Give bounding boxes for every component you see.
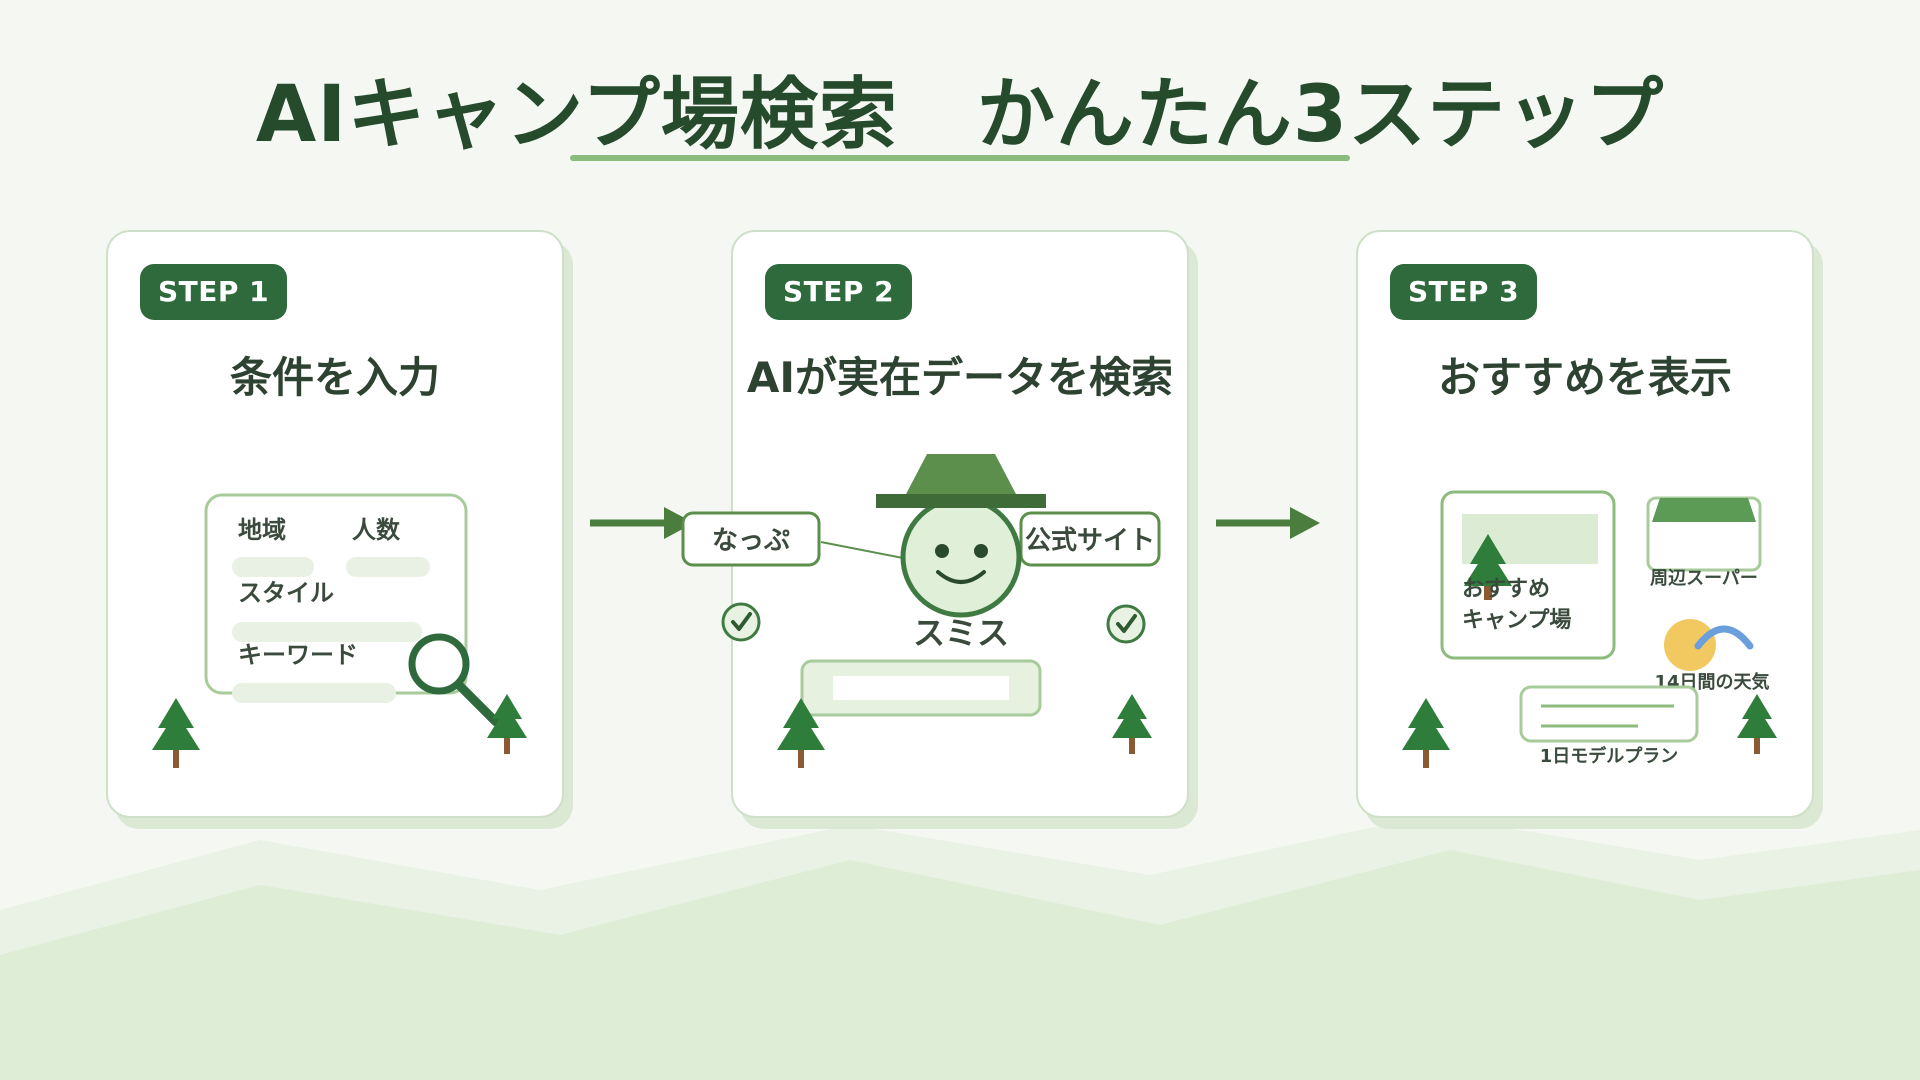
- step-2-illustration: なっぷ 公式サイト スミス: [681, 454, 1161, 768]
- page-title: AIキャンプ場検索 かんたん3ステップ: [255, 70, 1665, 160]
- title-underline: [570, 155, 1350, 161]
- tree-icon: [1464, 534, 1512, 600]
- supermarket-icon: [1646, 496, 1762, 572]
- tree-icon: [1737, 694, 1777, 754]
- check-icon: [721, 602, 761, 642]
- supermarket-label: 周辺スーパー: [1650, 568, 1758, 589]
- tree-icon: [1402, 698, 1450, 768]
- style-label: スタイル: [238, 579, 334, 607]
- step-3-illustration: おすすめ キャンプ場 周辺スーパー 14日間の天気 1日モデルプラン: [1402, 490, 1777, 768]
- recommended-camp-card: おすすめ キャンプ場: [1440, 490, 1616, 660]
- character-name: スミス: [913, 614, 1009, 652]
- magnifier-icon: [408, 633, 501, 727]
- tree-icon: [777, 698, 825, 768]
- source-napp-box: なっぷ: [681, 511, 821, 567]
- model-plan-label: 1日モデルプラン: [1540, 745, 1679, 767]
- step-1-title: 条件を入力: [229, 353, 440, 402]
- step-3-card: STEP 3 おすすめを表示 おすすめ キャンプ場 周辺スーパー 14日間の天気: [1356, 230, 1814, 818]
- arrow-right-icon: [1216, 507, 1320, 539]
- step-2-card: STEP 2 AIが実在データを検索 なっぷ 公式サイト スミス: [681, 230, 1189, 818]
- keyword-label: キーワード: [238, 641, 358, 669]
- tree-icon: [1112, 694, 1152, 754]
- step-1-card: STEP 1 条件を入力 地域 人数 スタイル キーワード: [106, 230, 564, 818]
- step-2-badge: STEP 2: [765, 264, 913, 320]
- step-3-title: おすすめを表示: [1437, 353, 1732, 402]
- source-official-label: 公式サイト: [1025, 526, 1155, 556]
- weather-icon: [1664, 619, 1754, 671]
- tree-icon: [152, 698, 200, 768]
- step-1-illustration: 地域 人数 スタイル キーワード: [152, 493, 527, 768]
- ai-character-avatar: [876, 454, 1046, 618]
- camp-label-line1: おすすめ: [1462, 577, 1550, 602]
- model-plan-card: [1519, 685, 1699, 743]
- source-official-box: 公式サイト: [1019, 511, 1161, 567]
- step-3-badge: STEP 3: [1390, 264, 1538, 320]
- check-icon: [1106, 604, 1146, 644]
- search-result-bar: [800, 659, 1042, 717]
- region-input: [232, 557, 314, 577]
- style-input: [232, 622, 422, 642]
- keyword-input: [232, 683, 396, 703]
- step-2-title: AIが実在データを検索: [746, 353, 1174, 402]
- region-label: 地域: [238, 516, 286, 544]
- arrow-right-icon: [590, 507, 694, 539]
- step-1-badge: STEP 1: [140, 264, 288, 320]
- tree-icon: [487, 694, 527, 754]
- condition-form: 地域 人数 スタイル キーワード: [204, 493, 468, 703]
- people-label: 人数: [352, 516, 401, 544]
- source-napp-label: なっぷ: [712, 526, 790, 556]
- camp-label-line2: キャンプ場: [1462, 608, 1571, 633]
- people-input: [346, 557, 430, 577]
